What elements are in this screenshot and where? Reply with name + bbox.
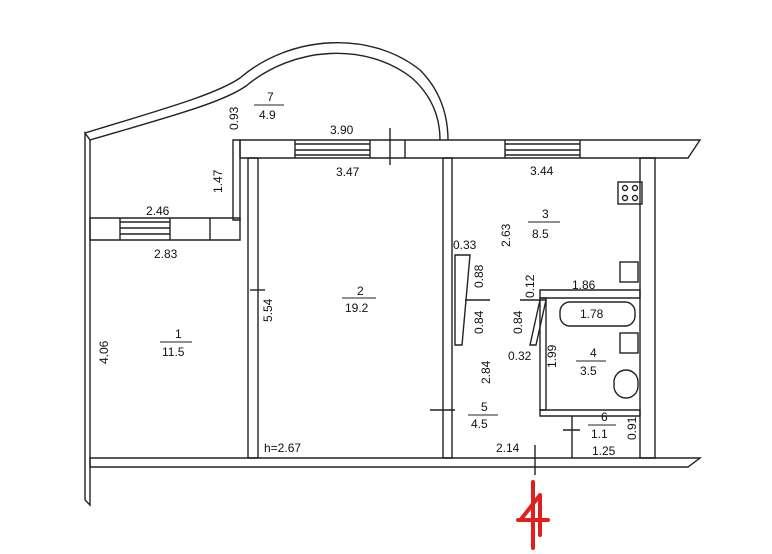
dim-label: 0.12 <box>523 274 537 298</box>
dim-label: 2.14 <box>496 441 520 455</box>
sink <box>619 332 639 354</box>
toilet <box>613 369 639 399</box>
room-7-area: 4.9 <box>259 108 276 122</box>
right-wall <box>639 157 656 459</box>
balcony-inner-outline <box>89 52 441 141</box>
dim-label: 0.32 <box>508 349 532 363</box>
entrance-marker-text: 4 <box>0 0 1 1</box>
room-5-number: 5 <box>481 400 488 414</box>
dim-label: 3.44 <box>530 164 554 178</box>
dim-label: 0.84 <box>511 310 525 334</box>
room-2-area: 19.2 <box>345 301 369 315</box>
room-6-area: 1.1 <box>591 427 608 441</box>
wall-2-3 <box>442 157 453 459</box>
room-2-number: 2 <box>357 284 364 298</box>
room-5-area: 4.5 <box>471 417 488 431</box>
room-4-area: 3.5 <box>580 364 597 378</box>
ceiling-height: h=2.67 <box>264 441 301 455</box>
bottom-wall <box>89 457 703 468</box>
dim-label: 2.84 <box>479 360 493 384</box>
dim-label: 3.47 <box>336 165 360 179</box>
room-3-area: 8.5 <box>532 227 549 241</box>
room-1-area: 11.5 <box>162 345 185 359</box>
wall-segment <box>232 139 241 221</box>
bath-door <box>529 299 547 346</box>
dim-label: 0.88 <box>472 264 486 288</box>
dim-label: 2.46 <box>146 204 170 218</box>
dim-label: 1.86 <box>572 278 596 292</box>
sink <box>619 261 639 283</box>
wall-1-2 <box>247 157 259 459</box>
dim-label: 3.90 <box>330 123 354 137</box>
dim-label: 0.33 <box>453 238 477 252</box>
dim-label: 1.99 <box>545 344 559 368</box>
dim-label: 1.25 <box>592 444 616 458</box>
stove <box>617 181 643 205</box>
room1-top-wall <box>89 217 241 241</box>
room-3-number: 3 <box>542 207 549 221</box>
dim-label: 5.54 <box>261 298 275 322</box>
room-4-number: 4 <box>590 346 597 360</box>
bath-bottom-wall <box>539 409 641 417</box>
door-leaf <box>454 254 471 346</box>
room-6-number: 6 <box>601 410 608 424</box>
room-7-number: 7 <box>267 90 274 104</box>
room-1-number: 1 <box>175 327 182 341</box>
dim-label: 0.91 <box>625 416 639 440</box>
dim-label: 4.06 <box>97 340 111 364</box>
dim-label: 1.78 <box>580 307 604 321</box>
bath-top-wall <box>539 289 641 299</box>
dim-label: 2.83 <box>154 247 178 261</box>
balcony-outline <box>84 41 449 141</box>
entrance-arrow: 4 <box>0 0 550 550</box>
dim-label: 2.63 <box>499 223 513 247</box>
dim-label: 0.93 <box>227 106 241 130</box>
dim-label: 0.84 <box>472 310 486 334</box>
dim-label: 1.47 <box>211 169 225 193</box>
left-outer-wall <box>84 130 91 507</box>
bathtub <box>559 301 636 327</box>
